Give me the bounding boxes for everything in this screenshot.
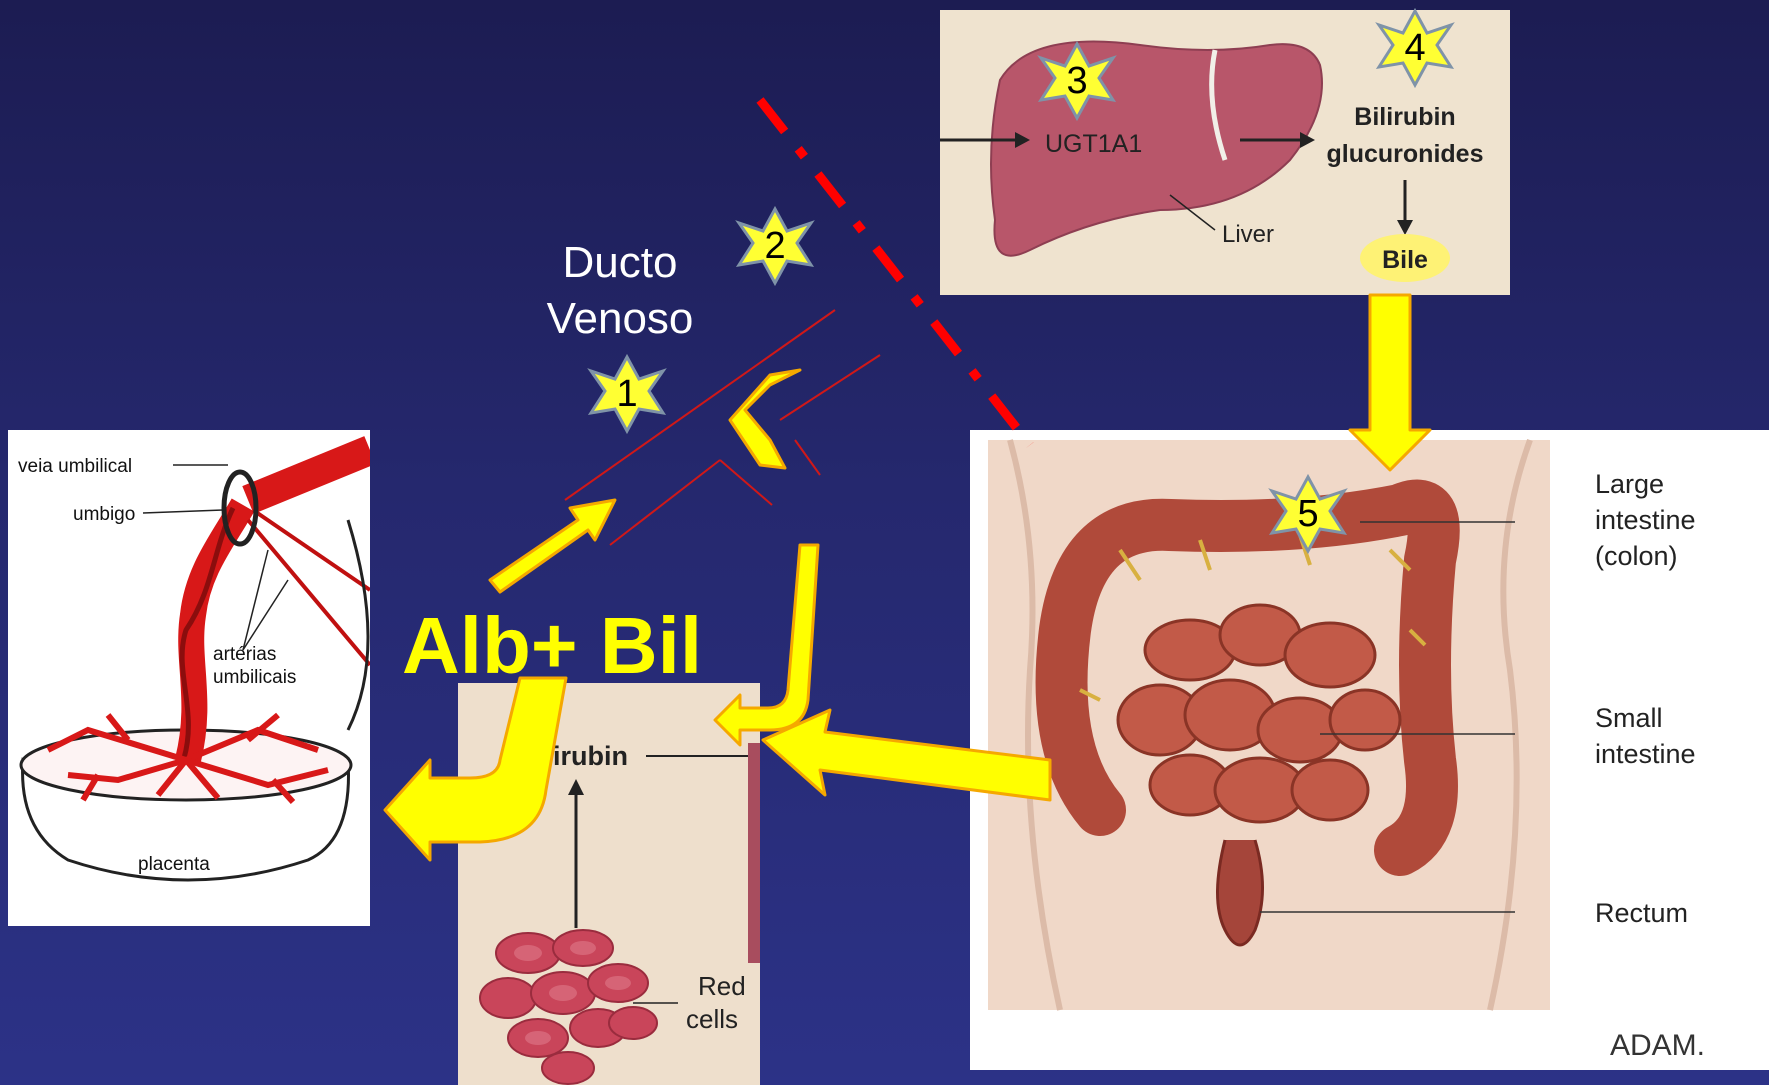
arrow-intestine-to-rbc <box>763 710 1050 800</box>
step-star-2: 2 <box>739 209 811 283</box>
ducto-venoso-label: Ducto Venoso <box>520 235 720 347</box>
step-star-3: 3 <box>1041 44 1113 118</box>
step-number-5: 5 <box>1297 493 1318 535</box>
alb-bil-label: Alb+ Bil <box>402 600 702 692</box>
step-star-4: 4 <box>1379 11 1451 85</box>
arrow-diagonal <box>490 500 615 592</box>
step-number-1: 1 <box>616 373 637 415</box>
chevron-arrow <box>730 370 800 468</box>
step-number-3: 3 <box>1066 60 1087 102</box>
step-number-2: 2 <box>764 225 785 267</box>
step-stars: 1 2 3 4 5 <box>591 11 1451 551</box>
arrow-j-large <box>385 678 566 860</box>
arrow-j-small <box>715 545 818 745</box>
ducto-line2: Venoso <box>520 291 720 347</box>
ducto-line1: Ducto <box>520 235 720 291</box>
step-number-4: 4 <box>1404 27 1425 69</box>
arrow-bile-down <box>1350 295 1430 470</box>
step-star-5: 5 <box>1272 477 1344 551</box>
step-star-1: 1 <box>591 357 663 431</box>
red-dash-line <box>760 100 1030 445</box>
